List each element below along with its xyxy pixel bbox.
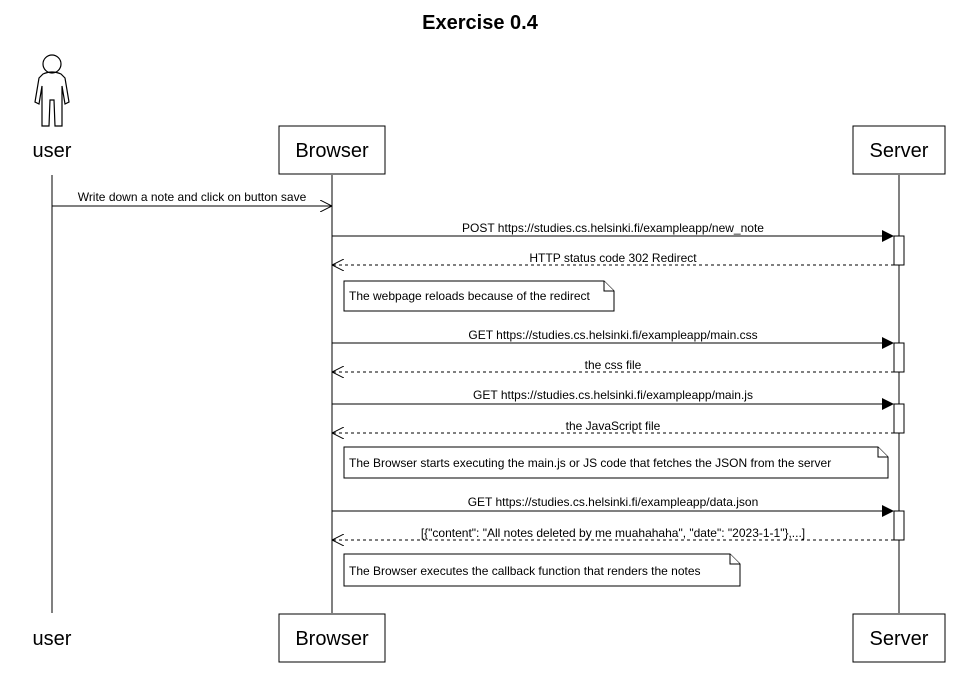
message-post-new-note: POST https://studies.cs.helsinki.fi/exam… (462, 221, 764, 235)
message-get-js: GET https://studies.cs.helsinki.fi/examp… (473, 388, 753, 402)
participant-server-top: Server (870, 140, 929, 162)
message-redirect: HTTP status code 302 Redirect (529, 251, 697, 265)
server-activation-4 (893, 510, 905, 541)
message-css-file: the css file (585, 358, 642, 372)
participant-browser-top: Browser (295, 140, 369, 162)
note-reload-fold (603, 281, 614, 292)
server-activation-2 (893, 342, 905, 373)
diagram-title: Exercise 0.4 (422, 12, 539, 34)
participant-user-top: user (33, 140, 72, 162)
note-executing-js-box (343, 446, 889, 479)
note-reload: The webpage reloads because of the redir… (349, 289, 590, 303)
server-activation-1 (893, 235, 905, 266)
note-reload-box (343, 280, 615, 312)
participant-browser-box-top (278, 125, 386, 175)
note-executing-js: The Browser starts executing the main.js… (349, 456, 831, 470)
message-get-json: GET https://studies.cs.helsinki.fi/examp… (468, 495, 759, 509)
participant-browser-bottom: Browser (295, 628, 369, 650)
participant-browser-box-bottom (278, 613, 386, 663)
note-executing-js-fold (877, 447, 888, 458)
user-actor-icon (34, 54, 70, 127)
message-write-note: Write down a note and click on button sa… (78, 190, 307, 204)
participant-server-box-top (852, 125, 946, 175)
note-render: The Browser executes the callback functi… (349, 564, 701, 578)
note-render-fold (729, 554, 740, 565)
participant-server-box-bottom (852, 613, 946, 663)
message-get-css: GET https://studies.cs.helsinki.fi/examp… (468, 328, 757, 342)
message-js-file: the JavaScript file (566, 419, 661, 433)
note-render-box (343, 553, 741, 587)
message-json-response: [{"content": "All notes deleted by me mu… (421, 526, 805, 540)
server-activation-3 (893, 403, 905, 434)
participant-server-bottom: Server (870, 628, 929, 650)
participant-user-bottom: user (33, 628, 72, 650)
